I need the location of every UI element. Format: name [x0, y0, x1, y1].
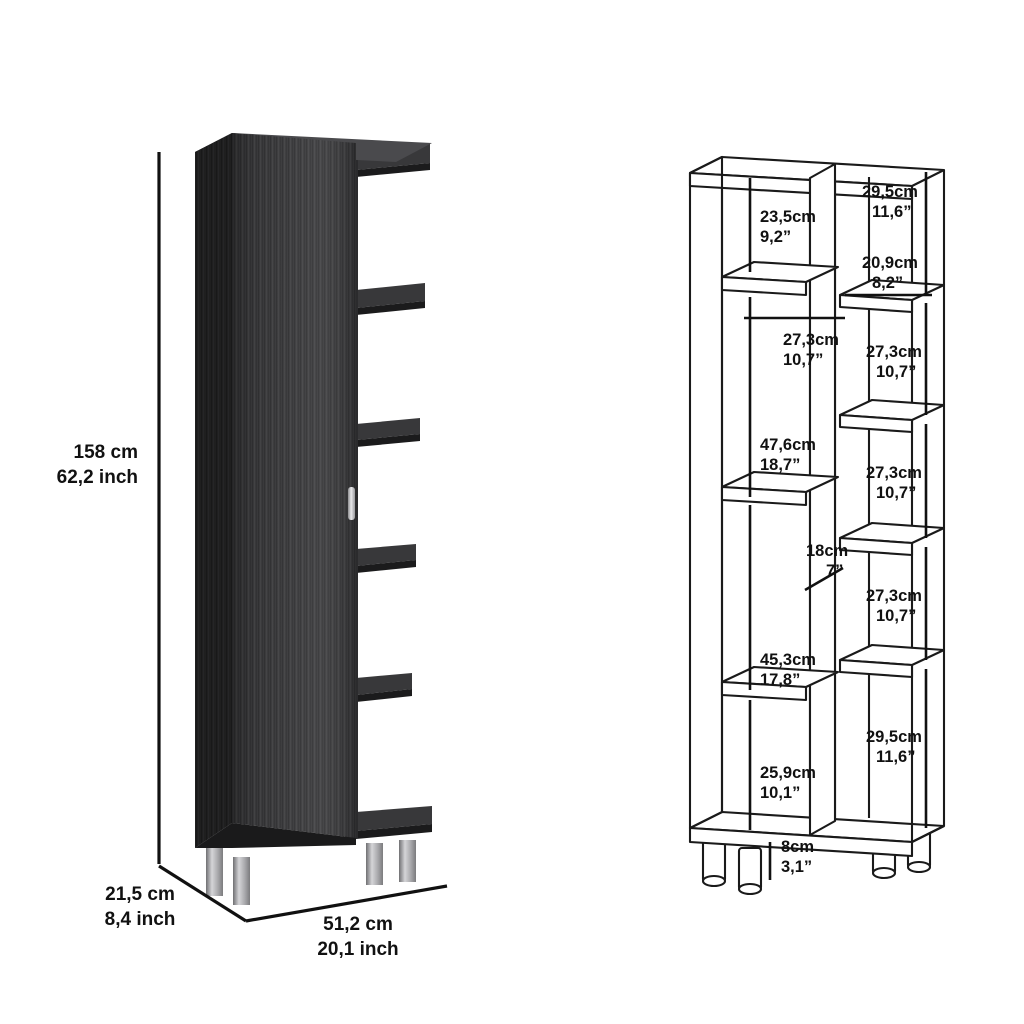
dim-r5-cm: 27,3cm — [866, 587, 922, 605]
dim-right-shelf-5: 29,5cm 11,6” — [866, 669, 928, 828]
dim-d1-cm: 18cm — [806, 542, 848, 560]
dim-left-compartment-width: 27,3cm 10,7” — [744, 316, 845, 369]
dim-left-compartment-1: 23,5cm 9,2” — [748, 178, 816, 272]
dim-r2-cm: 20,9cm — [862, 254, 918, 272]
dim-right-shelf-3: 27,3cm 10,7” — [866, 424, 928, 538]
render-legs — [206, 840, 416, 905]
dim-l4-inch: 17,8” — [760, 671, 800, 689]
render-door — [232, 133, 356, 838]
wireframe-center-divider — [808, 162, 837, 837]
overall-depth-inch: 8,4 inch — [105, 909, 176, 930]
overall-height-inch: 62,2 inch — [57, 467, 138, 488]
dim-right-shelf-4: 27,3cm 10,7” — [866, 547, 928, 660]
render-side-shelves — [356, 143, 432, 839]
dim-l1-inch: 9,2” — [760, 228, 791, 246]
overall-depth-cm: 21,5 cm — [105, 884, 175, 905]
dim-l5-inch: 10,1” — [760, 784, 800, 802]
dim-leg-height: 8cm 3,1” — [768, 838, 814, 880]
dim-r4-inch: 10,7” — [876, 484, 916, 502]
dim-l3-cm: 47,6cm — [760, 436, 816, 454]
overall-height-dimension: 158 cm 62,2 inch — [57, 152, 161, 864]
dim-left-compartment-3: 45,3cm 17,8” — [748, 505, 816, 690]
overall-depth-dimension: 21,5 cm 8,4 inch — [105, 864, 247, 930]
wireframe-right-shelves — [838, 278, 946, 679]
dim-left-compartment-4: 25,9cm 10,1” — [748, 700, 816, 830]
dim-r3-cm: 27,3cm — [866, 343, 922, 361]
render-side-panel — [195, 133, 232, 848]
dim-g1-inch: 3,1” — [781, 858, 812, 876]
overall-width-inch: 20,1 inch — [317, 939, 398, 960]
dim-r6-inch: 11,6” — [876, 748, 915, 766]
overall-width-cm: 51,2 cm — [323, 914, 393, 935]
dim-l2-cm: 27,3cm — [783, 331, 839, 349]
dim-l3-inch: 18,7” — [760, 456, 800, 474]
overall-width-dimension: 51,2 cm 20,1 inch — [245, 884, 448, 960]
dim-right-shelf-2: 27,3cm 10,7” — [866, 303, 928, 415]
dim-right-shelf-1: 29,5cm 11,6” — [862, 172, 928, 295]
dim-r1-cm: 29,5cm — [862, 183, 918, 201]
dim-shelf-depth: 18cm 7” — [804, 542, 848, 592]
render-door-handle — [348, 487, 355, 520]
dim-l1-cm: 23,5cm — [760, 208, 816, 226]
dim-left-compartment-2: 47,6cm 18,7” — [748, 297, 816, 497]
dim-r2-inch: 8,2” — [872, 274, 903, 292]
overall-height-cm: 158 cm — [74, 442, 138, 463]
dim-g1-cm: 8cm — [781, 838, 814, 856]
dim-r3-inch: 10,7” — [876, 363, 916, 381]
dim-l4-cm: 45,3cm — [760, 651, 816, 669]
dim-l2-inch: 10,7” — [783, 351, 823, 369]
dim-d1-inch: 7” — [826, 562, 843, 580]
render-bottom-panel — [195, 823, 356, 848]
dim-right-shelf-width: 20,9cm 8,2” — [845, 254, 932, 297]
dim-r6-cm: 29,5cm — [866, 728, 922, 746]
dim-l5-cm: 25,9cm — [760, 764, 816, 782]
dim-r1-inch: 11,6” — [872, 203, 911, 221]
dim-r5-inch: 10,7” — [876, 607, 916, 625]
dim-r4-cm: 27,3cm — [866, 464, 922, 482]
